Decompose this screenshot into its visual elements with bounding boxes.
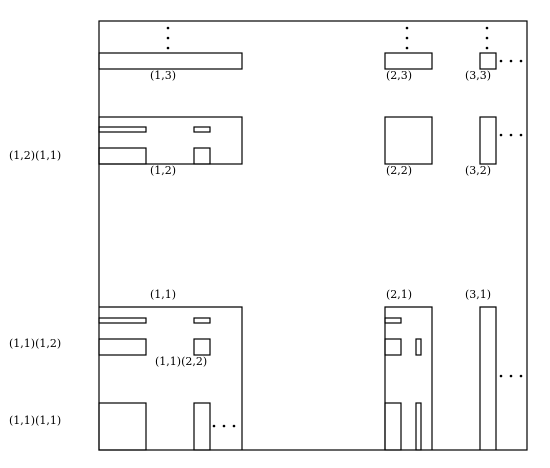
label-3-1: (3,1) (465, 288, 491, 301)
block-3-2 (479, 116, 523, 165)
vertical-ellipsis (485, 26, 489, 50)
horizontal-ellipsis (499, 133, 523, 137)
label-3-2: (3,2) (465, 164, 491, 177)
vertical-ellipsis (405, 26, 409, 50)
block-3-3 (479, 26, 523, 70)
row-label-1-1-1-2: (1,1)(1,2) (9, 337, 61, 350)
outer-frame (98, 20, 528, 451)
label-2-2: (2,2) (386, 164, 412, 177)
block-2-3 (384, 26, 433, 70)
horizontal-ellipsis (499, 59, 523, 63)
label-1-1: (1,1) (150, 288, 176, 301)
block-1-3 (98, 26, 243, 70)
label-1-2: (1,2) (150, 164, 176, 177)
horizontal-ellipsis (212, 424, 236, 428)
vertical-ellipsis (166, 26, 170, 50)
block-3-1 (479, 306, 523, 450)
inner-label-1-1-2-2: (1,1)(2,2) (155, 355, 207, 368)
horizontal-ellipsis (499, 374, 523, 378)
block-1-2 (98, 116, 243, 165)
block-2-1 (384, 306, 433, 451)
block-1-1 (98, 306, 243, 451)
label-2-1: (2,1) (386, 288, 412, 301)
row-label-1-2-1-1: (1,2)(1,1) (9, 149, 61, 162)
block-2-2 (384, 116, 433, 165)
label-1-3: (1,3) (150, 69, 176, 82)
label-3-3: (3,3) (465, 69, 491, 82)
row-label-1-1-1-1: (1,1)(1,1) (9, 414, 61, 427)
label-2-3: (2,3) (386, 69, 412, 82)
